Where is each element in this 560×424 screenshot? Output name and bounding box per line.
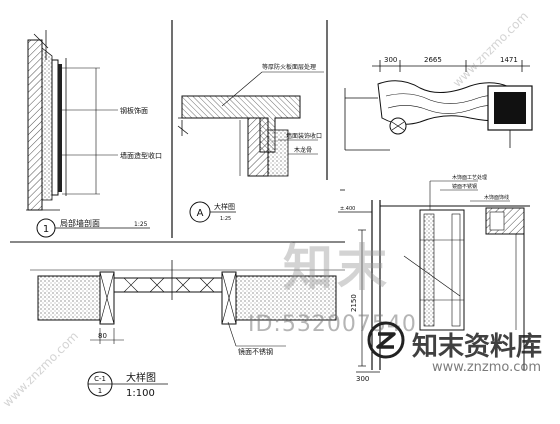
plan-label-number: C-1 bbox=[94, 375, 106, 383]
leader-line bbox=[221, 71, 263, 107]
plan-title: 大样图 bbox=[126, 371, 156, 384]
elev-dim-2: 2665 bbox=[424, 56, 442, 64]
section-dim-vertical: 2150 bbox=[350, 294, 358, 312]
watermark-url: www.znzmo.com bbox=[432, 360, 542, 375]
detail-1-title: 局部墙剖面 bbox=[60, 218, 100, 228]
detail-1-wall-section: 1 局部墙剖面 1:25 钢板饰面 墙面造型收口 bbox=[26, 30, 162, 238]
section-level: ±.400 bbox=[340, 206, 355, 212]
section-callout-1: 木饰面工艺处理 bbox=[452, 174, 487, 181]
detail-a-scale: 1:25 bbox=[220, 216, 231, 222]
section-callout-3: 木饰面饰线 bbox=[484, 194, 509, 201]
dark-square bbox=[494, 92, 526, 124]
elevation-top-right: 300 2665 1471 bbox=[344, 56, 533, 151]
detail-1-scale: 1:25 bbox=[134, 221, 148, 228]
plan-scale: 1:100 bbox=[126, 388, 155, 399]
detail-1-number: 1 bbox=[43, 224, 49, 235]
section-dim-bottom: 300 bbox=[356, 375, 369, 383]
plan-callout: 镜面不锈钢 bbox=[238, 347, 273, 356]
detail-1-callout-1: 钢板饰面 bbox=[120, 106, 148, 115]
leader-line bbox=[227, 321, 237, 347]
plan-c1: 80 镜面不锈钢 C-1 1 大样图 1:100 bbox=[30, 260, 345, 399]
section-right: ±.400 木饰面工艺处理 镜面不锈钢 木饰面饰线 2150 300 bbox=[338, 174, 530, 383]
detail-a-callout-mid: 墙面装饰收口 bbox=[286, 132, 322, 140]
detail-a-section: A 大样图 1:25 等厚防火板面层处理 墙面装饰收口 木龙骨 bbox=[177, 63, 324, 223]
detail-a-callout-top: 等厚防火板面层处理 bbox=[262, 63, 316, 71]
elev-dim-3: 1471 bbox=[500, 56, 518, 64]
watermark-brand: 知末资料库 bbox=[412, 332, 543, 362]
detail-a-title: 大样图 bbox=[214, 202, 235, 211]
elev-dim-1: 300 bbox=[384, 56, 397, 64]
znzmo-logo-icon bbox=[367, 321, 405, 359]
detail-1-callout-2: 墙面造型收口 bbox=[120, 151, 162, 160]
plan-dim-left: 80 bbox=[98, 332, 107, 340]
detail-a-callout-low: 木龙骨 bbox=[294, 146, 312, 154]
plan-label-sub: 1 bbox=[98, 387, 102, 395]
section-callout-2: 镜面不锈钢 bbox=[452, 183, 477, 190]
detail-a-letter: A bbox=[197, 208, 204, 219]
watermark-main: 知末 bbox=[283, 239, 391, 297]
